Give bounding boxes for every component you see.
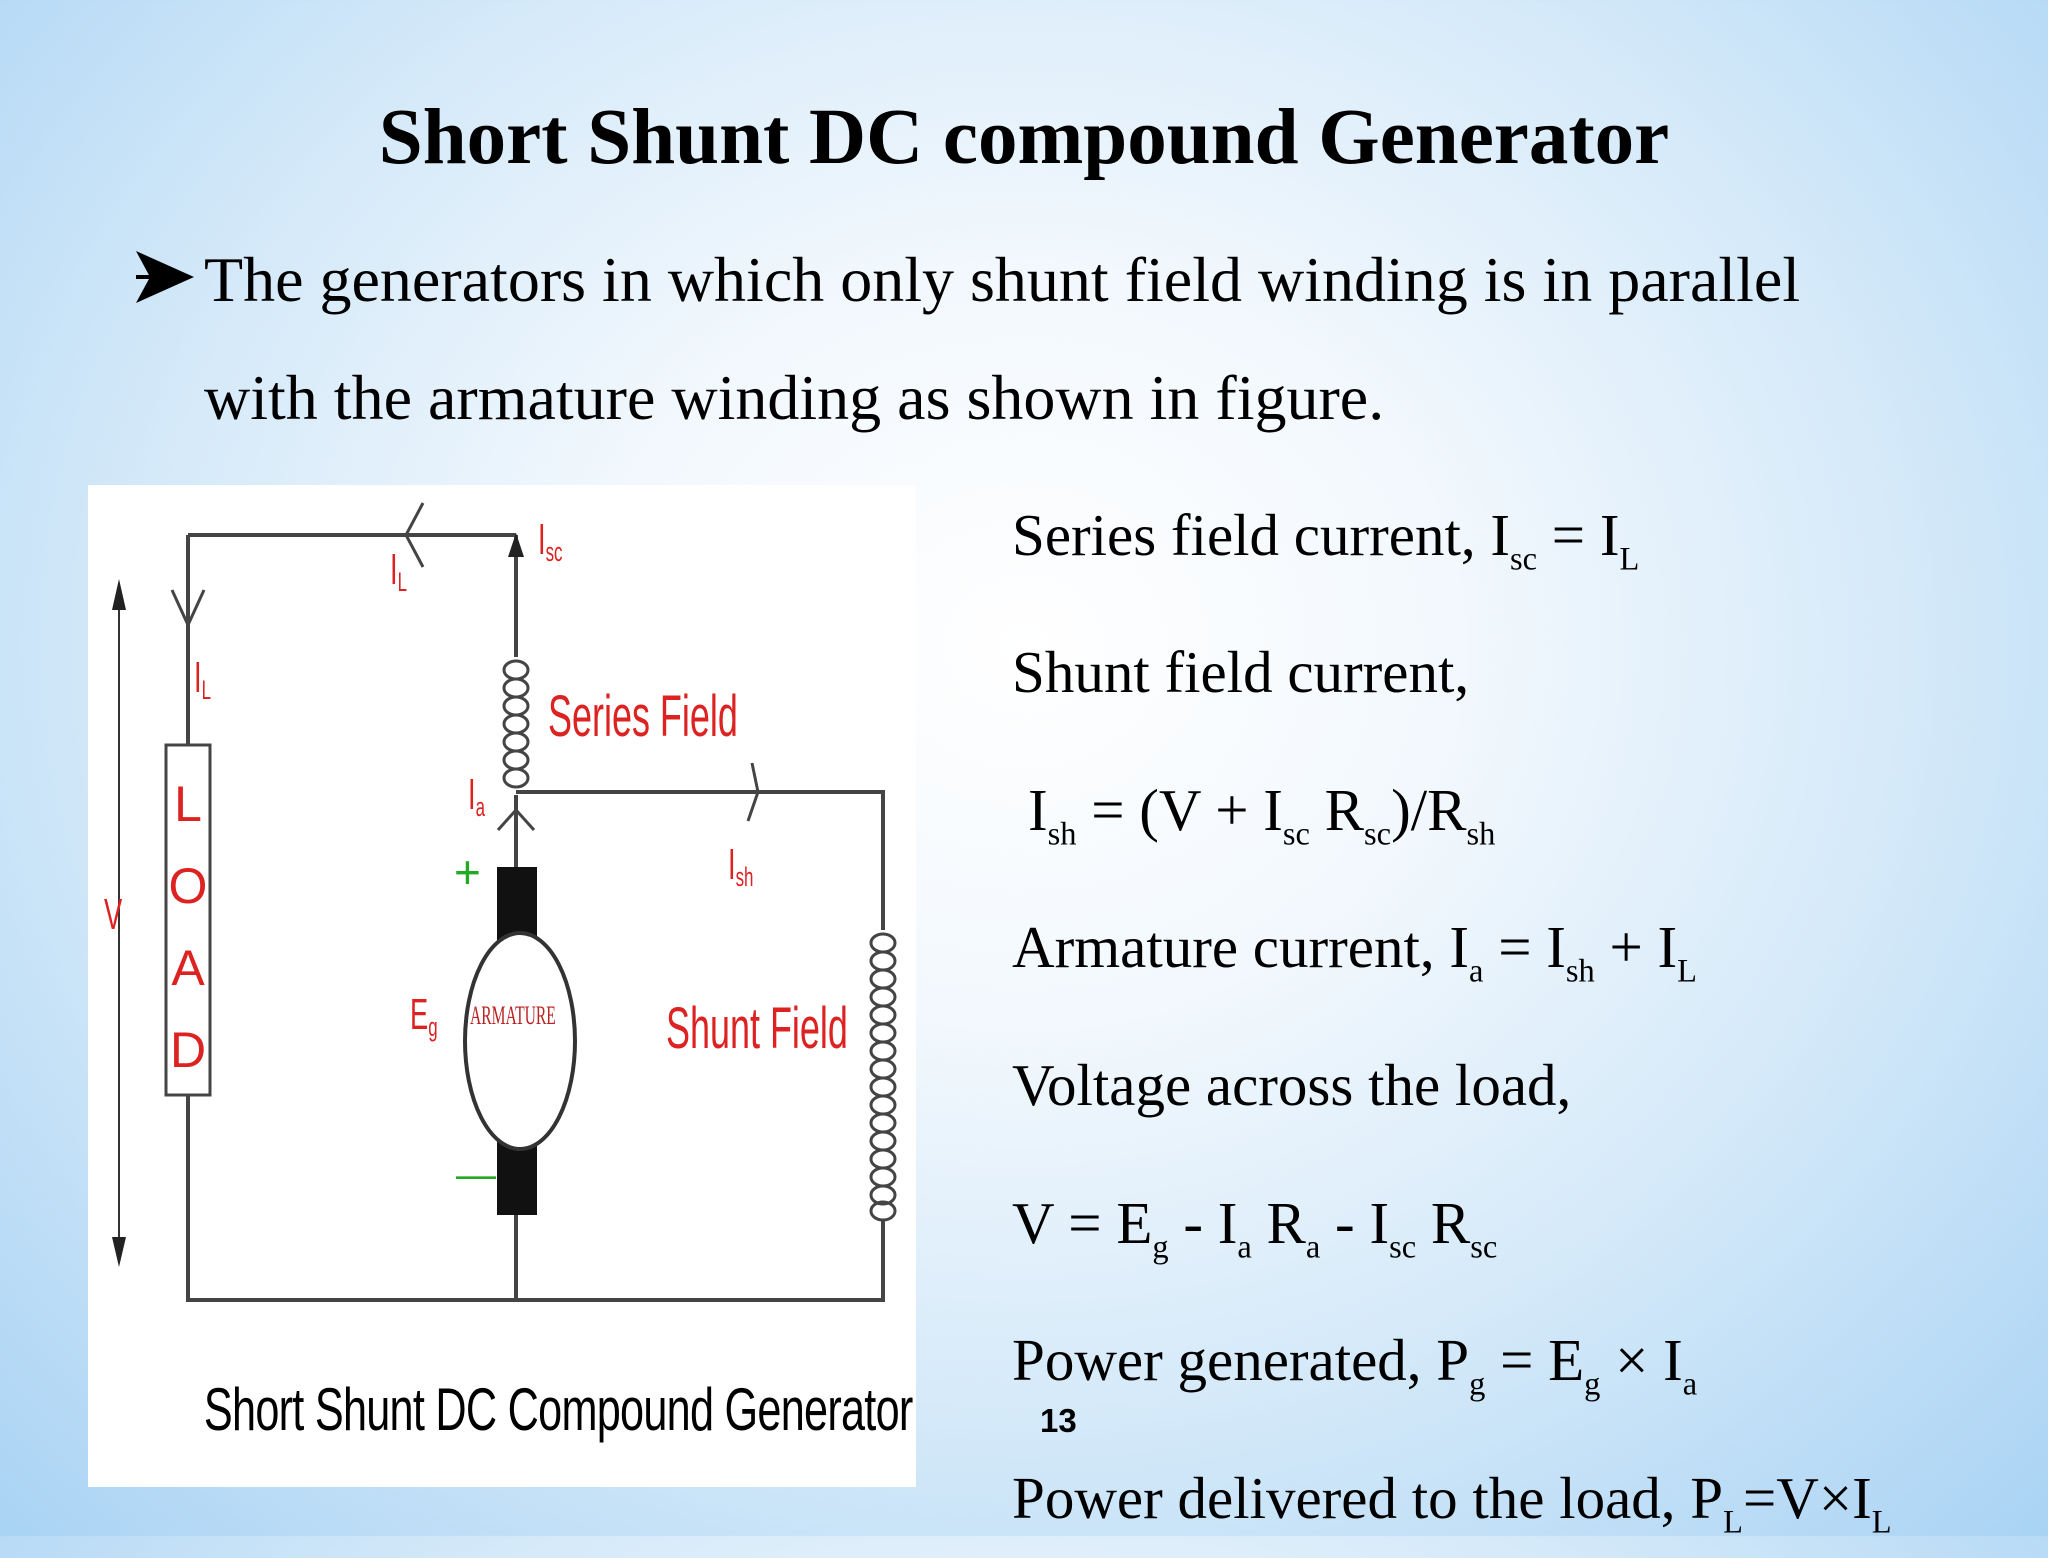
equation-shunt-field-current: Ish = (V + Isc Rsc)/Rsh	[1028, 777, 1496, 853]
circuit-figure: IL Isc IL Series Field Ia Ish L O A D V …	[88, 485, 916, 1487]
equation-power-delivered: Power delivered to the load, PL=V×IL	[1012, 1465, 1892, 1541]
equation-armature-current: Armature current, Ia = Ish + IL	[1012, 914, 1697, 990]
equation-power-generated: Power generated, Pg = Eg × Ia	[1012, 1327, 1698, 1403]
equation-series-field-current: Series field current, Isc = IL	[1012, 502, 1640, 578]
plus-sign: +	[454, 846, 481, 898]
page-number: 13	[1040, 1402, 1077, 1439]
voltage-label: V	[104, 890, 123, 939]
armature-label: ARMATURE	[470, 1001, 556, 1030]
bullet-text-line-1: The generators in which only shunt field…	[204, 244, 1801, 315]
minus-sign: —	[456, 1153, 496, 1197]
isc-label: Isc	[538, 515, 563, 567]
bullet-text-line-2: with the armature winding as shown in fi…	[204, 362, 1385, 433]
ish-label: Ish	[728, 840, 754, 892]
equation-load-voltage: V = Eg - Ia Ra - Isc Rsc	[1012, 1190, 1498, 1266]
series-field-label: Series Field	[548, 684, 738, 749]
equation-load-voltage-label: Voltage across the load,	[1012, 1052, 1572, 1118]
il-left-label: IL	[194, 653, 211, 705]
equation-shunt-field-label: Shunt field current,	[1012, 639, 1470, 705]
ia-label: Ia	[468, 770, 485, 822]
il-top-label: IL	[390, 545, 407, 597]
figure-caption: Short Shunt DC Compound Generator	[203, 1376, 913, 1443]
eg-label: Eg	[410, 990, 438, 1042]
bullet-arrow-icon	[136, 251, 194, 303]
circuit-diagram	[112, 502, 897, 1302]
load-label: L O A D	[168, 776, 208, 1078]
slide-title: Short Shunt DC compound Generator	[378, 94, 1670, 181]
shunt-field-label: Shunt Field	[666, 996, 848, 1061]
